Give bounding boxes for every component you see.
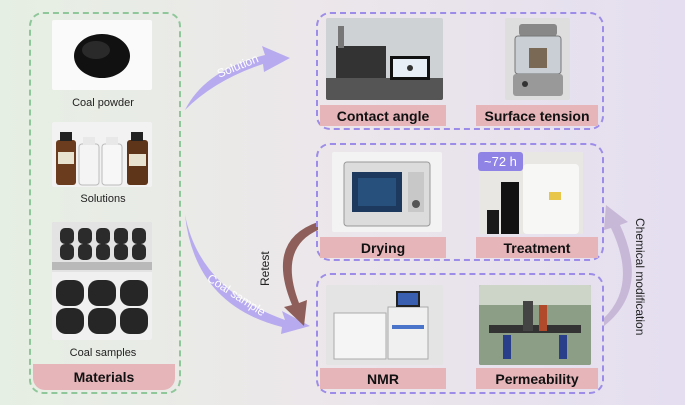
measurement-panel: [316, 12, 604, 130]
solution-arrow: [185, 46, 290, 110]
materials-title: Materials: [33, 364, 175, 390]
surface-tension-photo: [505, 18, 570, 100]
chemical-modification-arrow: [604, 205, 632, 326]
nmr-photo: [326, 285, 443, 365]
retest-arrow: [282, 222, 318, 326]
reagent-bottles-photo: [52, 122, 152, 187]
surface-tension-label: Surface tension: [476, 105, 598, 126]
treatment-label: Treatment: [476, 237, 598, 258]
drying-label: Drying: [320, 237, 446, 258]
testing-panel: [316, 273, 604, 394]
nmr-label: NMR: [320, 368, 446, 389]
materials-panel: [29, 12, 181, 394]
coal-powder-label: Coal powder: [72, 97, 134, 109]
contact-angle-photo: [326, 18, 443, 100]
duration-badge: ~72 h: [478, 152, 523, 171]
chemical-modification-label: Chemical modification: [633, 218, 647, 336]
permeability-photo: [479, 285, 591, 365]
coal-sample-arrow: [185, 215, 310, 334]
solutions-label: Solutions: [80, 193, 126, 205]
permeability-label: Permeability: [476, 368, 598, 389]
coal-cylinders-photo: [52, 222, 152, 340]
coal-samples-label: Coal samples: [69, 347, 137, 359]
coal-powder-photo: [52, 20, 152, 90]
contact-angle-label: Contact angle: [320, 105, 446, 126]
retest-label: Retest: [258, 251, 272, 286]
treatment-panel: [316, 143, 604, 261]
drying-oven-photo: [332, 152, 442, 232]
